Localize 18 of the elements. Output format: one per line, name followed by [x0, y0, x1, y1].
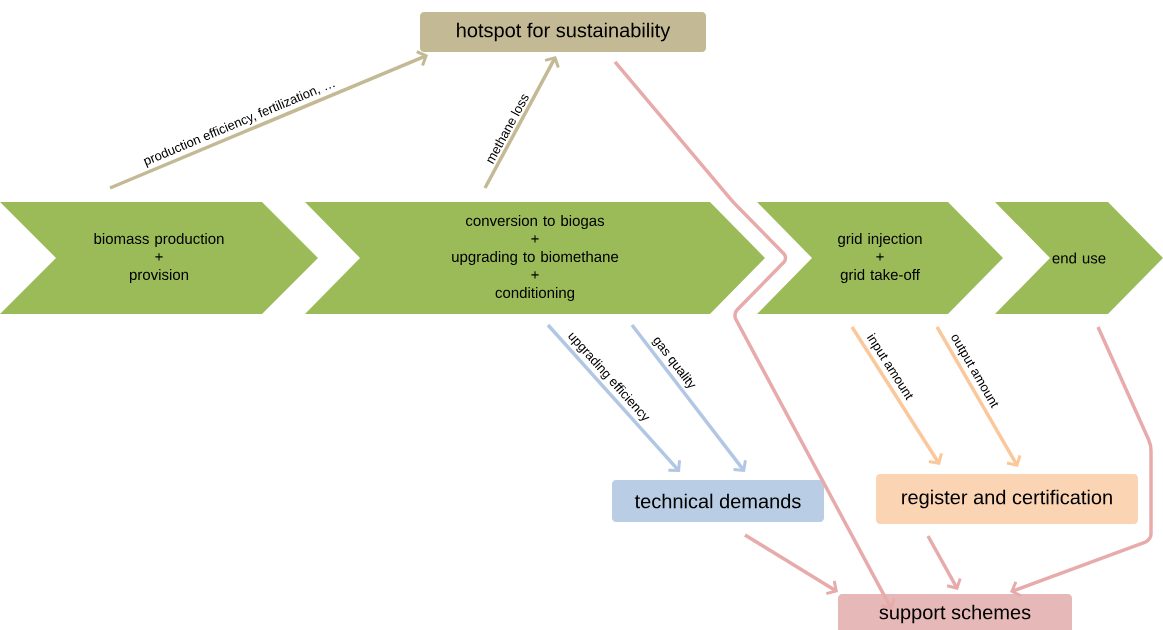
arrow	[935, 326, 1022, 467]
label-box: technical demands	[612, 480, 824, 522]
arrow	[850, 326, 943, 465]
arrow	[926, 535, 962, 590]
process-step: conversion to biogas + upgrading to biomethane + conditioning	[305, 202, 765, 314]
process-step: biomass production + provision	[0, 202, 318, 314]
arrow	[744, 533, 838, 596]
label-box: support schemes	[838, 594, 1072, 630]
arrow	[613, 60, 896, 610]
arrow	[630, 323, 747, 472]
arrow	[546, 323, 682, 472]
process-step: end use	[995, 202, 1163, 314]
label-box: register and certification	[876, 474, 1138, 524]
arrow	[483, 56, 560, 189]
process-step: grid injection + grid take-off	[757, 202, 1003, 314]
arrow	[109, 50, 428, 190]
label-box: hotspot for sustainability	[420, 12, 706, 52]
arrow	[1010, 326, 1153, 598]
